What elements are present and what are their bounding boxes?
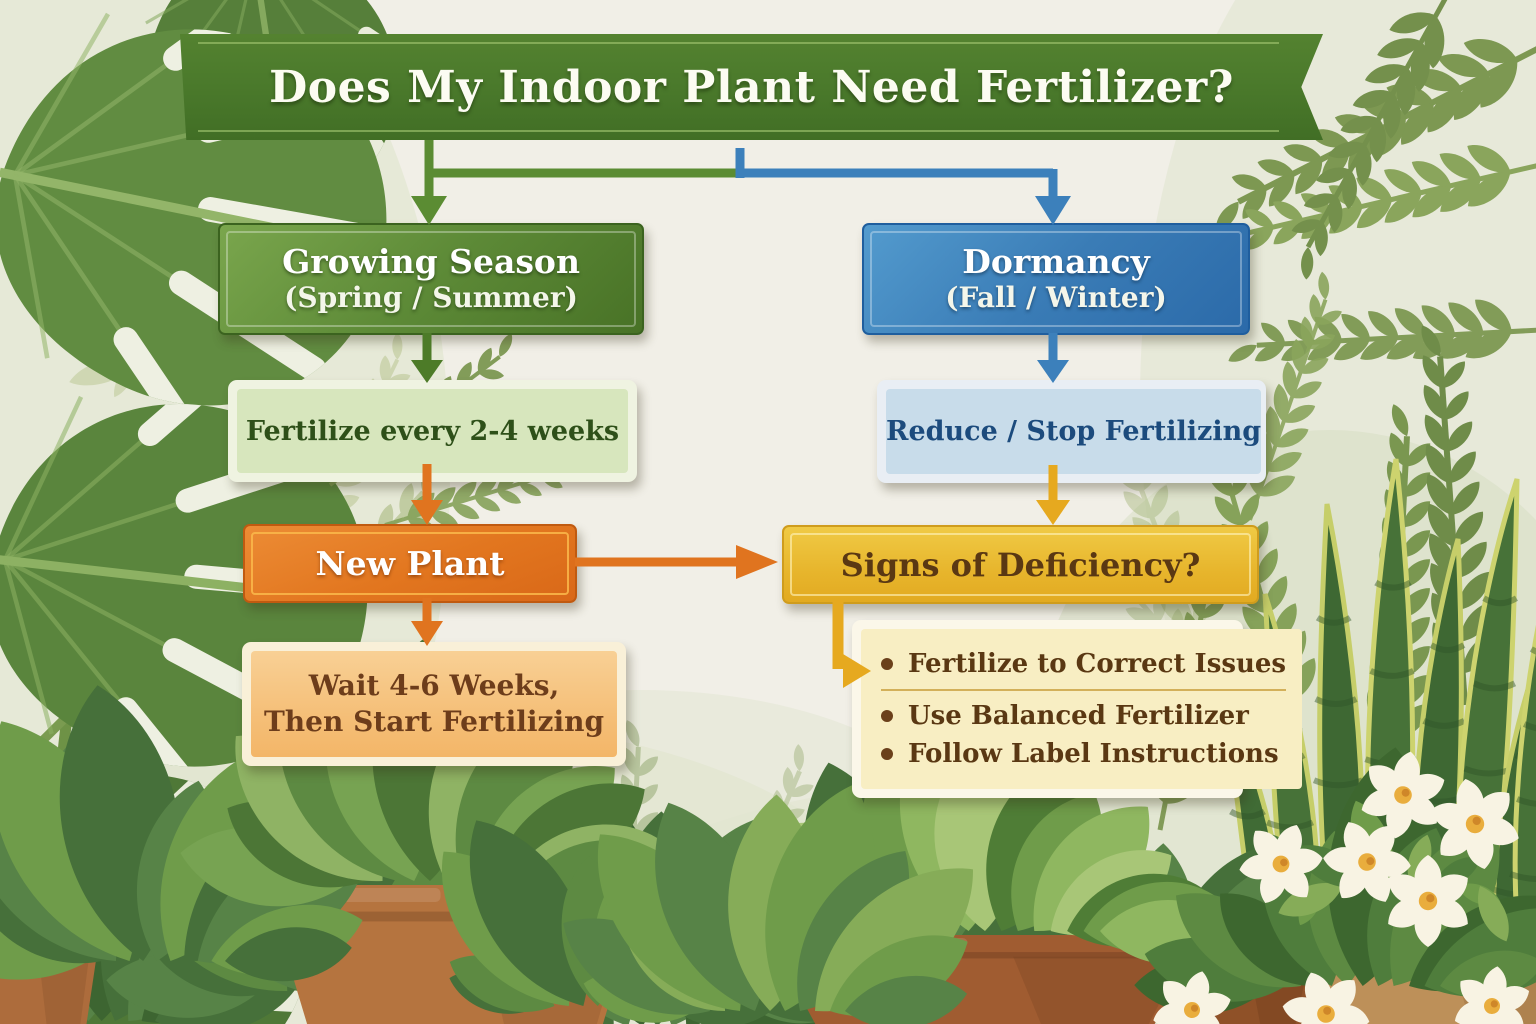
arrow-growing-to-fertilize [411,333,443,383]
list-item: Follow Label Instructions [881,735,1286,773]
wait-line-1: Wait 4-6 Weeks, [308,668,560,702]
deficiency-actions-box: Fertilize to Correct Issues Use Balanced… [852,620,1303,798]
arrowhead-down-icon [411,196,447,225]
growing-season-subtitle: (Spring / Summer) [284,281,578,315]
new-plant-label: New Plant [315,543,505,583]
deficiency-actions-panel: Fertilize to Correct Issues Use Balanced… [861,629,1303,789]
dormancy-subtitle: (Fall / Winter) [945,281,1167,315]
reduce-fertilizing-label: Reduce / Stop Fertilizing [886,416,1262,447]
arrowhead-right-icon [736,545,778,579]
flower-illustration [1454,966,1530,1024]
monstera-leaves-illustration [0,0,582,1024]
action-label: Fertilize to Correct Issues [908,649,1287,679]
terracotta-pot-illustration [250,885,660,1024]
flower-illustration [1388,855,1468,947]
growing-season-title: Growing Season [282,242,580,282]
arrowhead-down-icon [1035,196,1071,225]
arrow-dormancy-to-reduce [1037,333,1069,383]
connector-title-to-dormancy [735,148,1071,225]
action-label: Follow Label Instructions [908,739,1279,769]
terracotta-pot-illustration [1155,955,1325,1024]
title-ribbon: Does My Indoor Plant Need Fertilizer? [180,34,1323,140]
arrowhead-down-icon [1036,500,1070,525]
dormancy-box: Dormancy (Fall / Winter) [862,223,1250,335]
potted-plants-illustration [0,639,1536,1024]
wait-before-fertilizing-box: Wait 4-6 Weeks, Then Start Fertilizing [242,642,626,766]
wait-line-2: Then Start Fertilizing [263,705,605,738]
reduce-fertilizing-panel: Reduce / Stop Fertilizing [886,389,1262,474]
wait-before-fertilizing-panel: Wait 4-6 Weeks, Then Start Fertilizing [251,651,617,757]
arrow-newplant-to-wait [411,598,443,646]
signs-of-deficiency-label: Signs of Deficiency? [840,545,1201,584]
bullet-icon [881,710,893,722]
signs-of-deficiency-box: Signs of Deficiency? [782,525,1259,604]
arrowhead-down-icon [411,500,443,525]
connector-title-to-growing [411,140,740,225]
bullet-icon [881,658,893,670]
flower-illustration [1361,751,1445,839]
flower-illustration [1239,825,1323,903]
fertilize-schedule-label: Fertilize every 2-4 weeks [245,415,620,447]
reduce-fertilizing-box: Reduce / Stop Fertilizing [877,380,1266,483]
fertilize-schedule-panel: Fertilize every 2-4 weeks [237,389,628,473]
bullet-icon [881,748,893,760]
new-plant-box: New Plant [243,524,577,603]
terracotta-pot-illustration [0,920,108,1024]
dormancy-title: Dormancy [962,242,1150,282]
ribbon-pinstripe [198,42,1279,132]
growing-season-box: Growing Season (Spring / Summer) [218,223,644,335]
flower-illustration [1431,779,1519,869]
flower-illustration [1323,822,1411,902]
list-item: Use Balanced Fertilizer [881,697,1286,735]
arrow-newplant-to-signs [575,545,778,579]
action-label: Use Balanced Fertilizer [908,701,1249,731]
terracotta-pot-illustration [750,935,1220,1024]
terracotta-pot-illustration [1285,945,1536,1024]
list-item: Fertilize to Correct Issues [881,645,1287,691]
fertilize-schedule-box: Fertilize every 2-4 weeks [228,380,637,482]
flower-illustration [1282,972,1370,1024]
flower-illustration [1153,971,1231,1024]
